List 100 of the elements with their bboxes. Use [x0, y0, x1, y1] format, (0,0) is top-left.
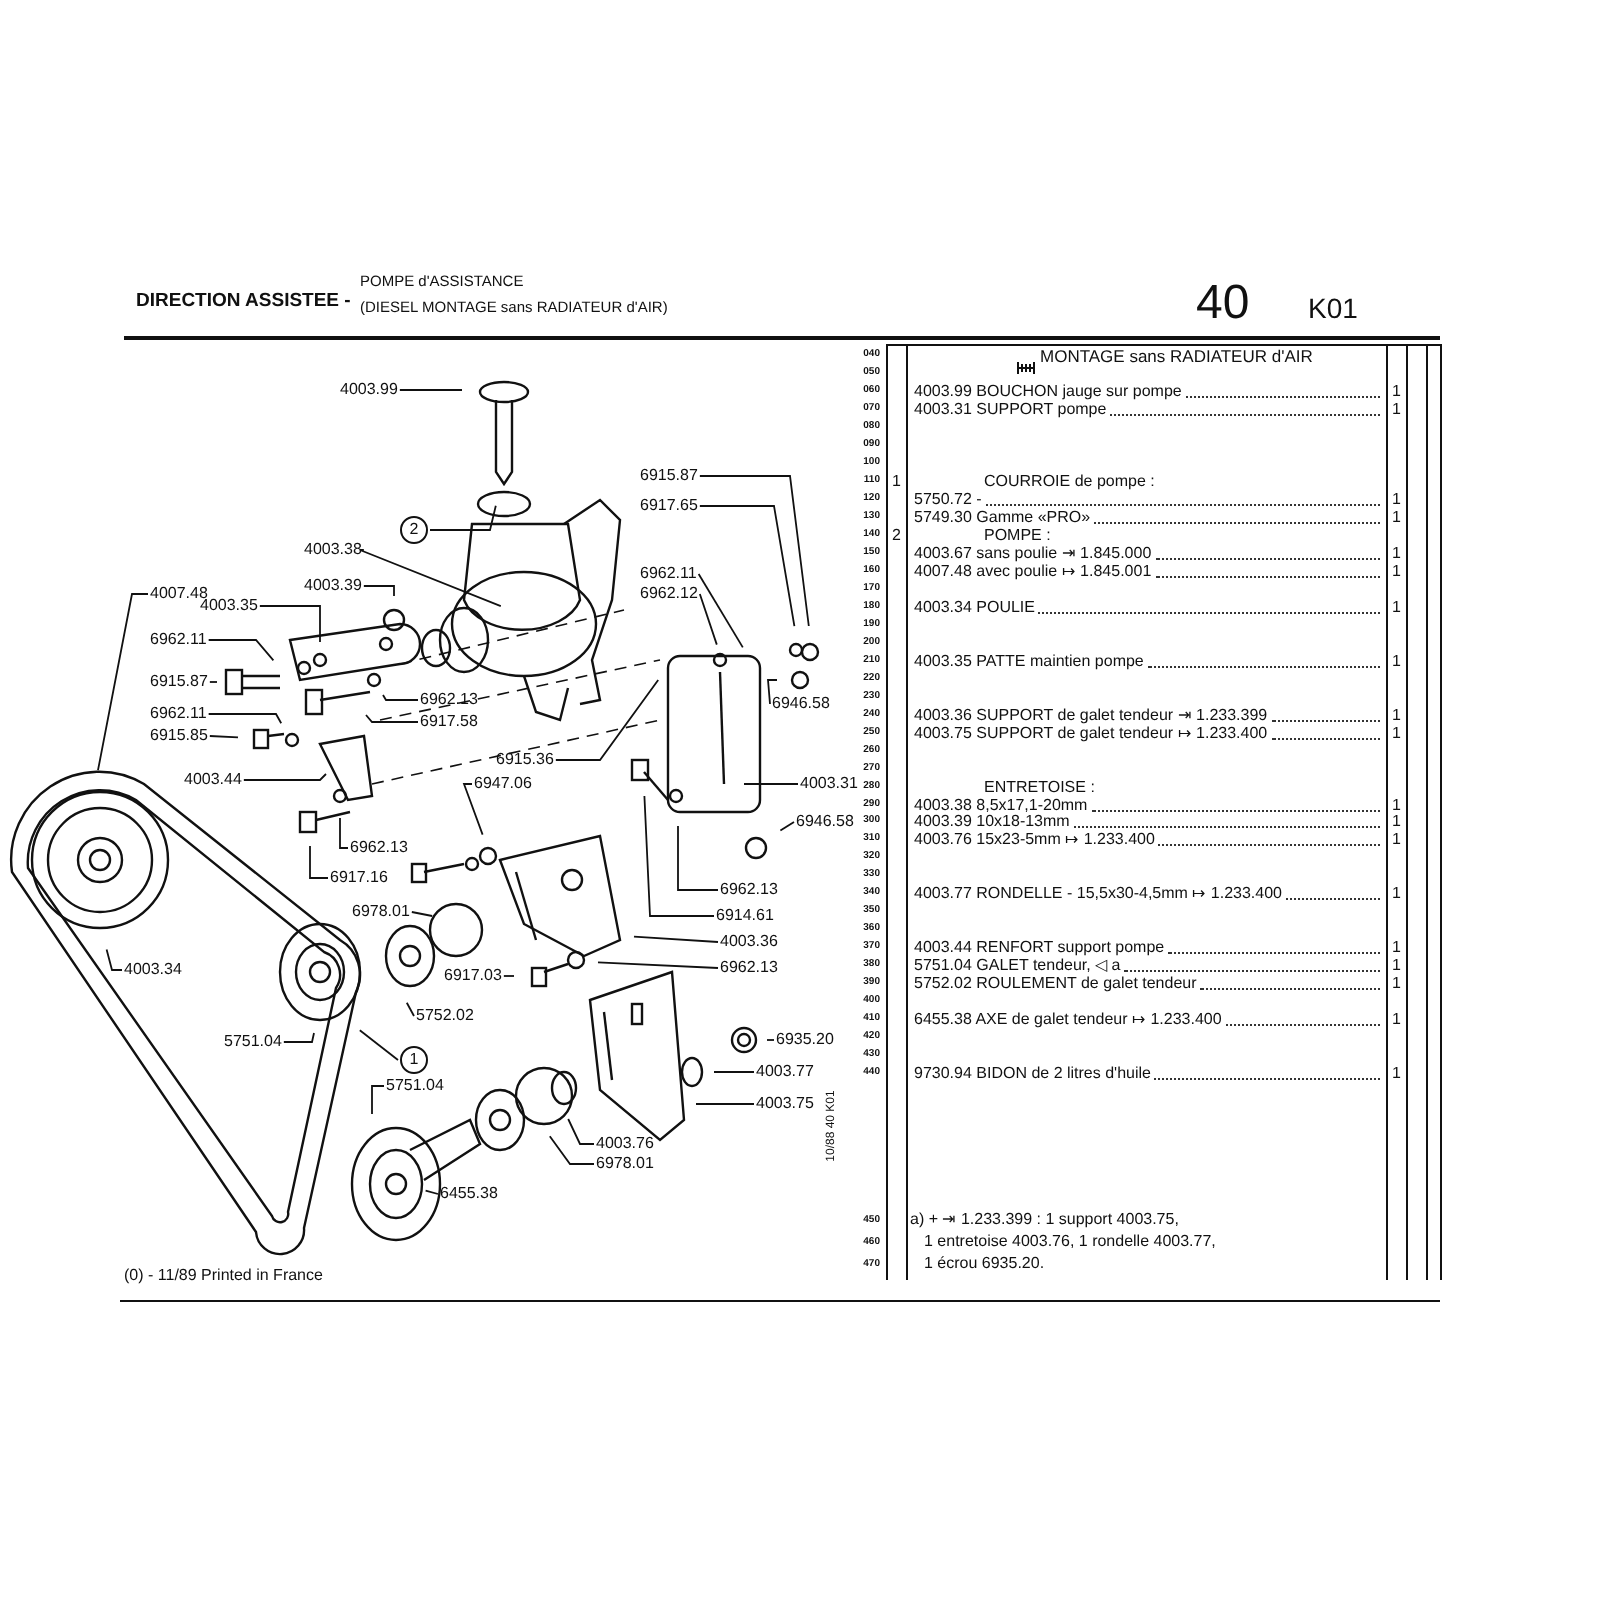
- quantity: 1: [1392, 797, 1401, 813]
- leader-line: [697, 573, 744, 649]
- part-description: 4003.31 SUPPORT pompe: [914, 401, 1107, 418]
- leader-line: [698, 505, 796, 628]
- part-description: 4003.38 8,5x17,1-20mm: [914, 797, 1088, 813]
- leader-line: [502, 975, 515, 977]
- leader-line: [567, 1118, 595, 1145]
- leader-line: [677, 825, 719, 891]
- print-note: (0) - 11/89 Printed in France: [124, 1268, 323, 1284]
- callout-number: 6962.13: [350, 838, 408, 858]
- quantity: 1: [1392, 383, 1401, 400]
- part-description: 4003.75 SUPPORT de galet tendeur ↦ 1.233.400: [914, 725, 1268, 742]
- quantity: 1: [1392, 401, 1401, 418]
- callout-number: 4003.76: [596, 1134, 654, 1154]
- leader-line: [309, 845, 329, 879]
- leader-line: [359, 549, 502, 608]
- quantity: 1: [1392, 491, 1401, 508]
- quantity: 1: [1392, 958, 1401, 975]
- callout-number: 6962.11: [640, 564, 697, 584]
- callout-number: 6962.12: [640, 584, 698, 604]
- leader-line: [424, 1189, 439, 1195]
- item-number: 2: [892, 527, 901, 544]
- footnote: 1 entretoise 4003.76, 1 rondelle 4003.77,: [924, 1234, 1216, 1250]
- leader-line: [695, 1103, 755, 1105]
- callout-number: 6914.61: [716, 906, 774, 926]
- leader-line: [766, 1039, 775, 1041]
- leader-line: [242, 773, 327, 781]
- callout-number: 4003.34: [124, 960, 182, 980]
- callout-number: 6917.16: [330, 868, 388, 888]
- quantity: 1: [1392, 707, 1401, 724]
- callout-number: 6962.13: [420, 690, 478, 710]
- leader-line: [371, 1085, 385, 1115]
- part-description: 5751.04 GALET tendeur, ◁ a: [914, 958, 1121, 975]
- leader-line: [405, 1001, 415, 1017]
- circled-item-number: 1: [400, 1046, 428, 1074]
- leader-line: [105, 948, 123, 971]
- callout-number: 6962.13: [720, 958, 778, 978]
- leader-line: [97, 593, 149, 772]
- callout-number: 6917.65: [640, 496, 698, 516]
- group-heading: COURROIE de pompe :: [984, 473, 1155, 490]
- quantity: 1: [1392, 1012, 1401, 1029]
- part-description: 5752.02 ROULEMENT de galet tendeur: [914, 976, 1197, 993]
- callout-number: 4003.99: [340, 380, 398, 400]
- callout-number: 4003.38: [304, 540, 362, 560]
- item-number: 1: [892, 473, 901, 490]
- quantity: 1: [1392, 563, 1401, 580]
- table-heading: MONTAGE sans RADIATEUR d'AIR: [1040, 348, 1313, 365]
- callout-number: 6962.11: [150, 630, 207, 650]
- callout-number: 4003.44: [184, 770, 242, 790]
- page-title: DIRECTION ASSISTEE -: [136, 292, 351, 311]
- leader-line: [548, 1135, 595, 1165]
- leader-line: [365, 714, 419, 723]
- quantity: 1: [1392, 814, 1401, 831]
- part-description: 6455.38 AXE de galet tendeur ↦ 1.233.400: [914, 1012, 1222, 1029]
- footnote: 1 écrou 6935.20.: [924, 1256, 1045, 1272]
- quantity: 1: [1392, 545, 1401, 562]
- page-code: K01: [1308, 294, 1358, 322]
- section-number: 40: [1196, 280, 1250, 328]
- group-heading: POMPE :: [984, 527, 1051, 544]
- quantity: 1: [1392, 599, 1401, 616]
- leader-line: [358, 1029, 399, 1061]
- callout-number: 6917.58: [420, 712, 478, 732]
- callout-number: 6935.20: [776, 1030, 834, 1050]
- callout-number: 4003.35: [200, 596, 258, 616]
- leader-line: [282, 1032, 315, 1043]
- leader-line: [743, 783, 799, 785]
- leader-line: [554, 679, 660, 761]
- part-description: 4003.76 15x23-5mm ↦ 1.233.400: [914, 832, 1155, 849]
- callout-number: 6962.11: [150, 704, 207, 724]
- leader-line: [643, 795, 715, 917]
- leader-line: [698, 593, 718, 646]
- leader-line: [713, 1071, 755, 1073]
- leader-line: [633, 935, 719, 943]
- quantity: 1: [1392, 832, 1401, 849]
- quantity: 1: [1392, 886, 1401, 903]
- part-description: 4003.67 sans poulie ⇥ 1.845.000: [914, 545, 1152, 562]
- part-description: 4003.44 RENFORT support pompe: [914, 940, 1165, 957]
- leader-line: [597, 961, 719, 969]
- part-description: 5749.30 Gamme «PRO»: [914, 509, 1091, 526]
- quantity: 1: [1392, 653, 1401, 670]
- callout-number: 4003.77: [756, 1062, 814, 1082]
- group-heading: ENTRETOISE :: [984, 779, 1095, 796]
- callout-number: 6915.36: [496, 750, 554, 770]
- leader-line: [429, 504, 497, 531]
- callout-number: 6962.13: [720, 880, 778, 900]
- part-description: 4003.36 SUPPORT de galet tendeur ⇥ 1.233.399: [914, 707, 1268, 724]
- leader-line: [382, 694, 419, 701]
- callout-number: 4003.31: [800, 774, 858, 794]
- callout-number: 4003.39: [304, 576, 362, 596]
- part-description: 4003.39 10x18-13mm: [914, 814, 1070, 831]
- quantity: 1: [1392, 725, 1401, 742]
- part-description: 4003.35 PATTE maintien pompe: [914, 653, 1144, 670]
- callout-number: 6978.01: [596, 1154, 654, 1174]
- leader-line: [462, 783, 484, 836]
- callout-number: 6915.85: [150, 726, 208, 746]
- callout-number: 6915.87: [150, 672, 208, 692]
- leader-line: [698, 475, 810, 627]
- quantity: 1: [1392, 1066, 1401, 1083]
- part-description: 4007.48 avec poulie ↦ 1.845.001: [914, 563, 1152, 580]
- callout-number: 6946.58: [772, 694, 830, 714]
